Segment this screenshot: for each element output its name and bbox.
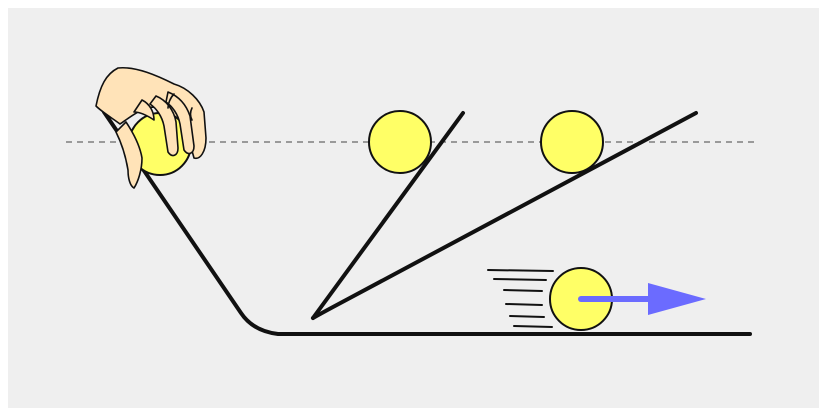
speed-line <box>505 303 543 306</box>
steep-ramp <box>311 111 465 320</box>
arrow-head <box>648 283 706 315</box>
speed-line <box>493 278 547 281</box>
hand-finger <box>133 99 155 121</box>
motion-lines <box>487 269 554 328</box>
velocity-arrow <box>578 283 706 315</box>
hand-knuckle <box>167 93 175 109</box>
hand-palm <box>95 66 207 160</box>
shallow-ramp <box>311 111 698 320</box>
hand-knuckle <box>189 107 193 121</box>
speed-line <box>509 315 545 318</box>
diagram-canvas <box>8 8 819 408</box>
diagram-panel <box>8 8 819 408</box>
hand-thumb <box>115 121 143 189</box>
ball-steep <box>368 110 432 174</box>
speed-line <box>513 325 553 328</box>
hand-finger <box>149 95 179 157</box>
ball-shallow <box>540 110 604 174</box>
ramps <box>102 110 752 336</box>
hand-icon <box>95 66 207 189</box>
balls <box>128 110 613 331</box>
release-ramp <box>102 110 752 336</box>
speed-line <box>503 289 543 292</box>
hand-finger <box>165 91 195 155</box>
speed-line <box>487 269 554 272</box>
